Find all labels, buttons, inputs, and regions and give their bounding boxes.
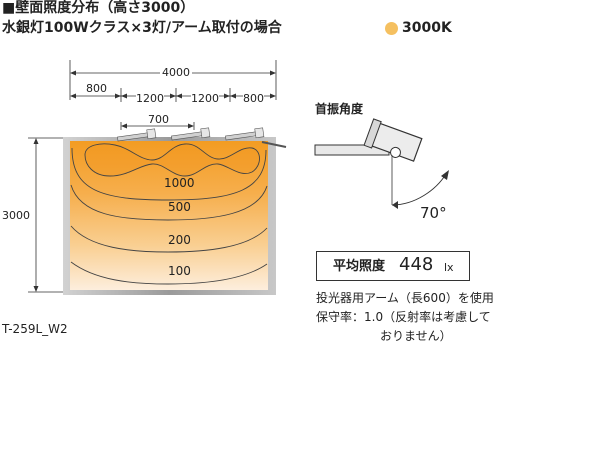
contour-label-200: 200 — [168, 233, 191, 247]
dim-total-width: 4000 — [160, 66, 192, 79]
contour-label-500: 500 — [168, 200, 191, 214]
note-maintenance-cont: おりません） — [380, 329, 452, 343]
lamp-right — [225, 127, 265, 141]
lamps-on-arms — [117, 127, 287, 148]
legend-label: 3000K — [402, 20, 452, 36]
contour-lines — [70, 143, 268, 285]
dim-spacing-1: 1200 — [136, 92, 164, 105]
dim-arm-length: 700 — [148, 113, 169, 126]
contour-200 — [70, 225, 268, 253]
lamp-angle-value: 70° — [420, 204, 447, 222]
average-illuminance-label: 平均照度 — [333, 259, 386, 274]
wall-illuminance-area — [70, 141, 268, 290]
contour-label-1000: 1000 — [164, 176, 195, 190]
average-illuminance-box — [316, 251, 470, 281]
lamp-angle-title: 首振角度 — [315, 102, 364, 116]
contour-500 — [70, 184, 268, 221]
legend-swatch — [385, 22, 398, 35]
model-code: T-259L_W2 — [2, 322, 68, 336]
diagram-title: ■壁面照度分布（高さ3000） — [2, 0, 195, 16]
dim-left-margin: 800 — [86, 82, 107, 95]
contour-label-100: 100 — [168, 264, 191, 278]
dim-right-margin: 800 — [243, 92, 264, 105]
lamp-center — [171, 127, 211, 141]
contour-100 — [70, 261, 268, 285]
note-maintenance: 保守率：1.0（反射率は考慮して — [316, 310, 491, 324]
dim-height: 3000 — [2, 209, 30, 222]
lamp-left — [117, 128, 157, 142]
lamp-angle-illustration — [314, 118, 449, 209]
average-illuminance-unit: lx — [444, 261, 454, 274]
dim-spacing-2: 1200 — [191, 92, 219, 105]
dimension-arrows — [33, 70, 276, 292]
contour-1000 — [71, 147, 267, 201]
diagram-subtitle: 水銀灯100Wクラス×3灯/アーム取付の場合 — [2, 20, 282, 36]
contour-hotspot — [84, 143, 260, 177]
average-illuminance-value: 448 — [399, 254, 434, 275]
note-arm: 投光器用アーム（長600）を使用 — [316, 291, 494, 305]
